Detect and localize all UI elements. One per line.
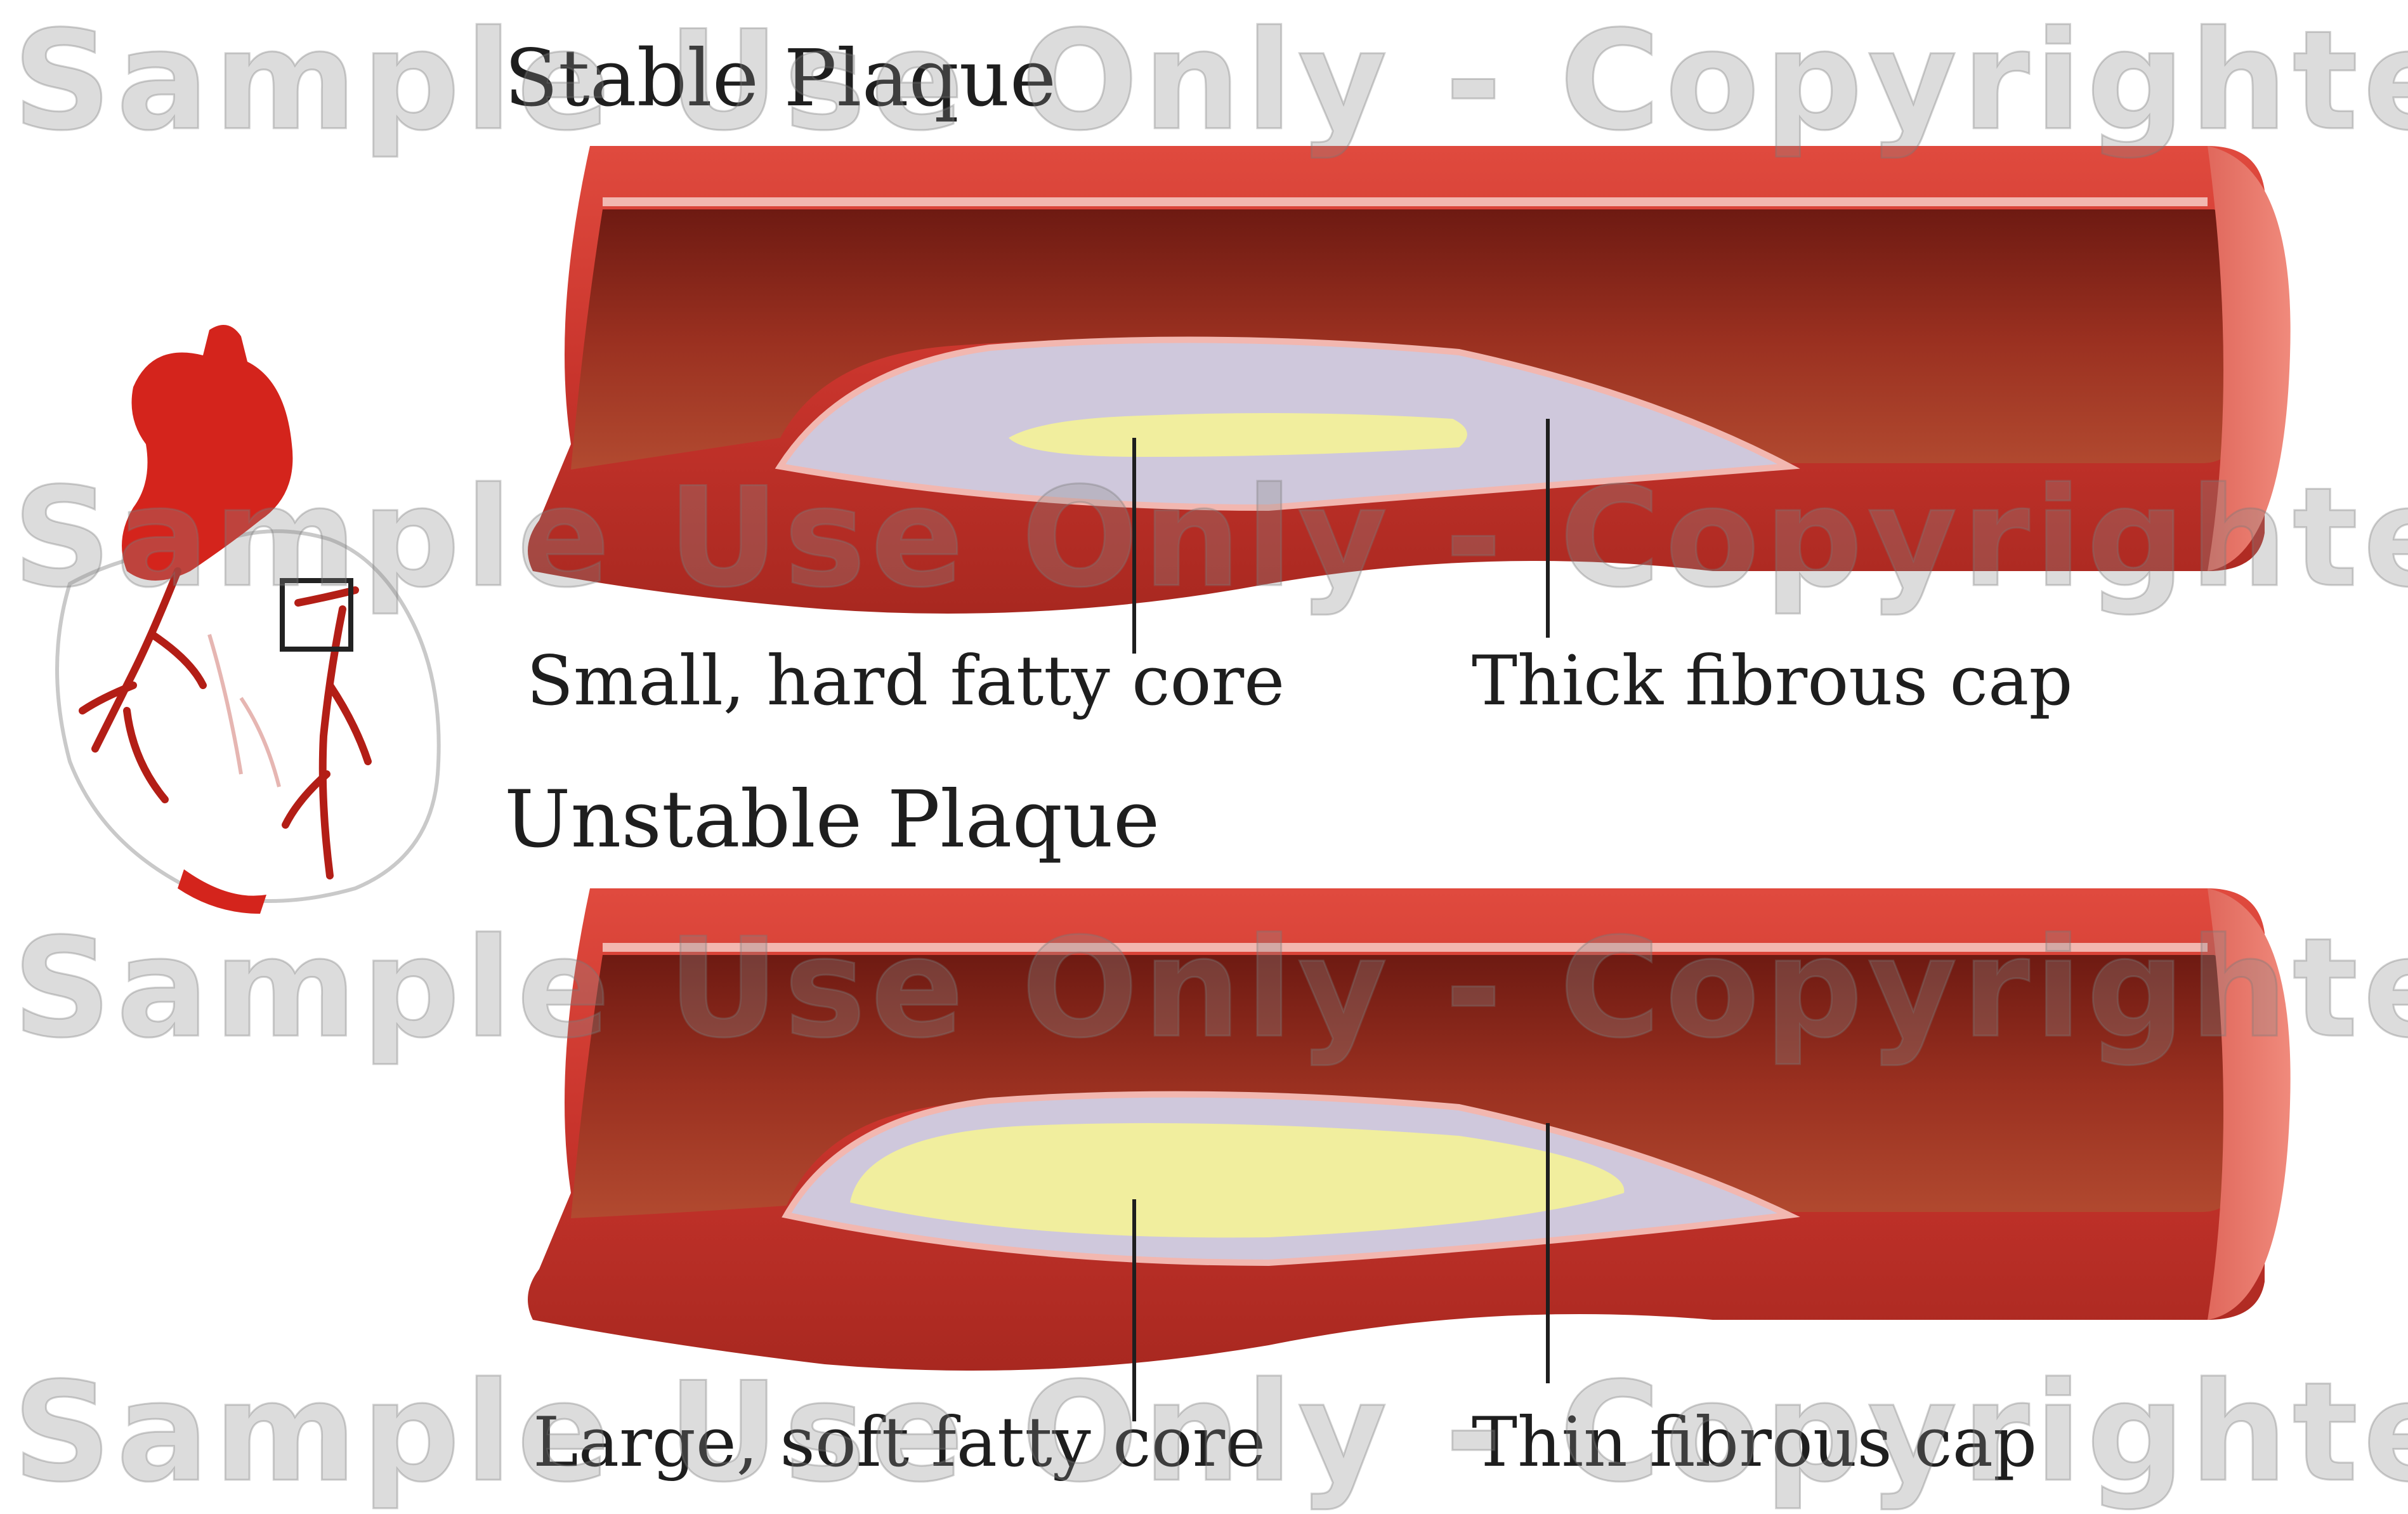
unstable-core-label: Large, soft fatty core [533, 1409, 1266, 1477]
stable-core-label: Small, hard fatty core [527, 647, 1285, 716]
heart-icon [57, 325, 439, 914]
unstable-plaque-title: Unstable Plaque [504, 780, 1160, 859]
unstable-cap-label: Thin fibrous cap [1472, 1409, 2037, 1477]
unstable-vessel [528, 888, 2291, 1421]
stable-cap-label: Thick fibrous cap [1472, 647, 2073, 716]
stable-plaque-title: Stable Plaque [504, 39, 1056, 118]
stable-vessel [528, 146, 2291, 654]
